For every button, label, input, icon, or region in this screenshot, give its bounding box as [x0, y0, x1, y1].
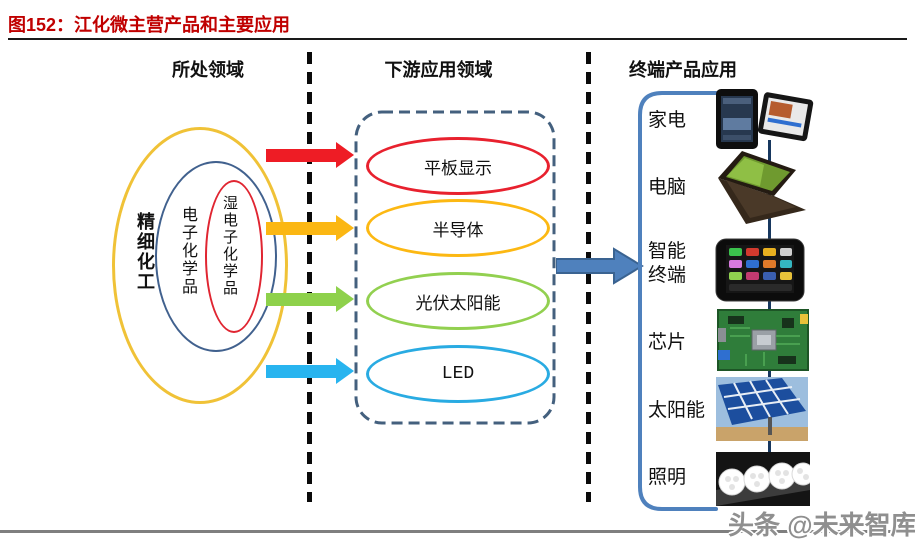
dashed-divider-1 — [307, 52, 312, 502]
column-header-field: 所处领域 — [172, 60, 244, 80]
terminal-label-lighting: 照明 — [648, 467, 687, 488]
column-header-downstream: 下游应用领域 — [384, 60, 493, 80]
terminal-label-smart-terminal: 智能终端 — [648, 241, 687, 286]
venn-outer-ellipse — [112, 127, 288, 404]
venn-middle-label: 电子化学品 — [179, 206, 196, 296]
app-label: 半导体 — [432, 220, 484, 240]
title-divider — [8, 38, 907, 40]
terminal-label-computer: 电脑 — [648, 177, 687, 198]
terminal-label-solar: 太阳能 — [648, 400, 706, 421]
bottom-divider — [0, 530, 915, 533]
venn-inner-ellipse — [205, 180, 263, 333]
dashed-divider-2 — [586, 52, 591, 502]
flow-arrow-red — [266, 142, 354, 168]
venn-inner-label: 湿电子化学品 — [221, 195, 238, 297]
watermark: 头条 @未来智库 — [728, 510, 915, 540]
venn-middle-ellipse — [155, 161, 277, 352]
laptop-image — [718, 151, 806, 224]
flow-arrow-cyan — [266, 358, 354, 384]
app-ellipse-semiconductor: 半导体 — [366, 199, 550, 257]
smartphone-image — [715, 238, 805, 302]
app-ellipse-photovoltaic-solar: 光伏太阳能 — [366, 272, 550, 330]
app-label: 平板显示 — [424, 158, 492, 178]
flow-arrow-green — [266, 286, 354, 312]
terminal-label-chip: 芯片 — [648, 332, 687, 353]
tablet-devices-image — [716, 89, 814, 149]
circuit-board-image — [717, 309, 809, 371]
flow-arrow-orange — [266, 215, 354, 241]
led-lights-image — [716, 452, 810, 506]
column-header-terminal: 终端产品应用 — [629, 60, 737, 80]
solar-panel-image — [716, 377, 808, 441]
terminal-label-home-appliances: 家电 — [648, 110, 687, 131]
app-ellipse-led: LED — [366, 345, 550, 403]
terminal-bracket — [638, 91, 718, 511]
app-ellipse-flat-panel-display: 平板显示 — [366, 137, 550, 195]
app-label: 光伏太阳能 — [415, 293, 501, 313]
figure-title: 图152：江化微主营产品和主要应用 — [8, 15, 291, 35]
downstream-dashed-box — [354, 110, 556, 425]
main-flow-arrow — [556, 247, 644, 285]
app-label: LED — [441, 364, 475, 384]
venn-outer-label: 精细化工 — [135, 212, 155, 292]
